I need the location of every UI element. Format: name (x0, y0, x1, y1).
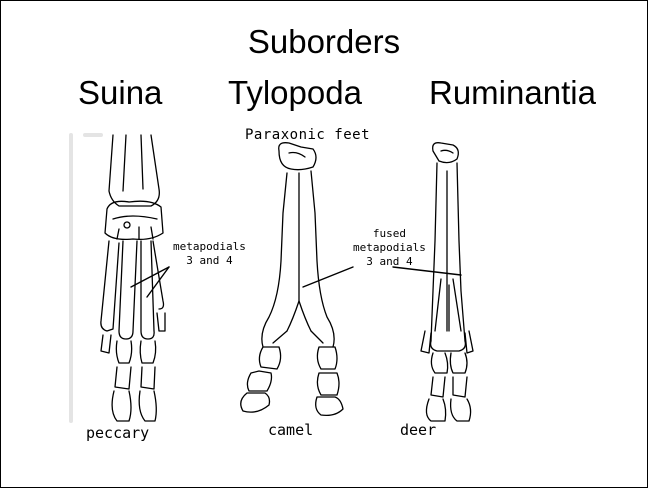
scan-edge (71, 135, 101, 421)
fused-label-line1: fused (353, 227, 426, 241)
metapodials-label-line1: metapodials (173, 240, 246, 254)
pointer-lines (131, 267, 461, 297)
peccary-foot-drawing (101, 135, 165, 421)
fused-label-line2: metapodials (353, 241, 426, 255)
animal-label-camel: camel (268, 421, 313, 439)
metapodials-label: metapodials 3 and 4 (173, 240, 246, 268)
figure-heading: Paraxonic feet (245, 127, 370, 143)
animal-label-deer: deer (400, 421, 436, 439)
deer-foot-drawing (421, 143, 473, 421)
metapodials-label-line2: 3 and 4 (173, 254, 246, 268)
fused-label-line3: 3 and 4 (353, 255, 426, 269)
animal-label-peccary: peccary (86, 424, 149, 442)
fused-metapodials-label: fused metapodials 3 and 4 (353, 227, 426, 269)
camel-foot-drawing (241, 143, 343, 416)
